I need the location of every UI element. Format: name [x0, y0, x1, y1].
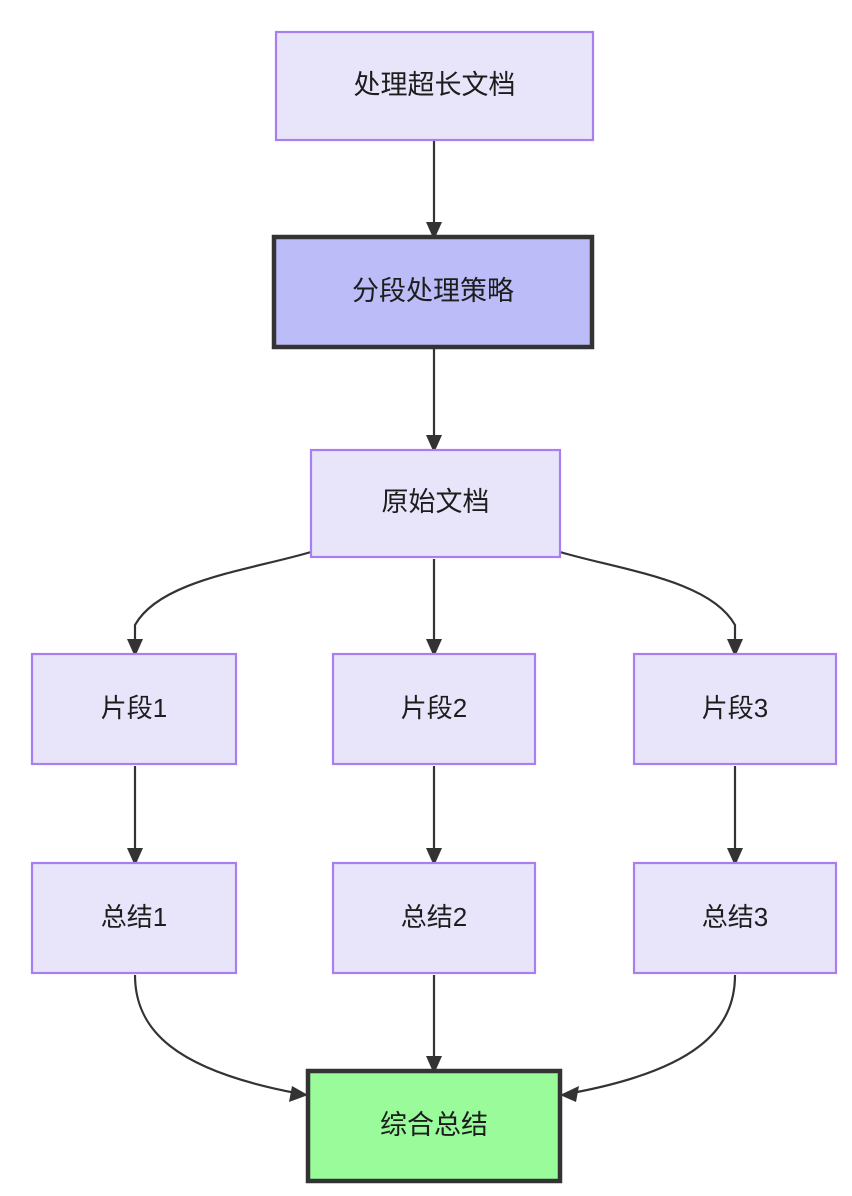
node-chunk1[interactable]: 片段1: [30, 652, 238, 766]
arrow-head-icon: [426, 639, 442, 657]
arrow-head-icon: [127, 848, 143, 866]
node-strategy-label: 分段处理策略: [352, 276, 514, 306]
edge-chunk2-to-summary2: [426, 766, 442, 866]
edge-summary1-to-final: [133, 974, 308, 1102]
node-summary3[interactable]: 总结3: [632, 861, 838, 975]
node-summary2-label: 总结2: [401, 902, 467, 932]
node-summary1[interactable]: 总结1: [30, 861, 238, 975]
node-summary3-box[interactable]: [632, 861, 838, 975]
arrow-head-icon: [727, 639, 743, 657]
edge-summary3-to-final: [560, 974, 737, 1102]
node-final[interactable]: 综合总结: [305, 1068, 563, 1184]
node-chunk2-box[interactable]: [331, 652, 537, 766]
arrow-head-icon: [127, 639, 143, 657]
edge-root-to-strategy: [426, 140, 442, 240]
node-summary2-box[interactable]: [331, 861, 537, 975]
edge-line: [571, 974, 737, 1095]
node-strategy[interactable]: 分段处理策略: [271, 234, 595, 350]
arrow-head-icon: [426, 1056, 442, 1074]
node-strategy-box[interactable]: [271, 234, 595, 350]
arrow-head-icon: [426, 435, 442, 453]
node-chunk1-label: 片段1: [101, 693, 167, 723]
edge-summary2-to-final: [426, 975, 442, 1074]
edge-layer: [127, 140, 743, 1102]
arrow-head-icon: [426, 848, 442, 866]
node-root-box[interactable]: [274, 30, 595, 142]
node-summary1-label: 总结1: [101, 902, 167, 932]
arrow-head-icon: [727, 848, 743, 866]
edge-source-to-chunk3: [559, 550, 743, 657]
arrow-head-icon: [289, 1086, 308, 1102]
edge-chunk3-to-summary3: [727, 766, 743, 866]
node-source-label: 原始文档: [382, 487, 490, 517]
node-chunk3-label: 片段3: [702, 693, 768, 723]
edge-source-to-chunk1: [127, 550, 312, 657]
node-root[interactable]: 处理超长文档: [274, 30, 595, 142]
edge-line: [133, 550, 312, 645]
node-chunk1-box[interactable]: [30, 652, 238, 766]
edge-line: [133, 974, 297, 1095]
edge-chunk1-to-summary1: [127, 766, 143, 866]
edge-line: [559, 550, 737, 645]
edge-source-to-chunk2: [426, 559, 442, 657]
node-chunk3[interactable]: 片段3: [632, 652, 838, 766]
node-root-label: 处理超长文档: [354, 70, 516, 100]
arrow-head-icon: [426, 222, 442, 240]
node-chunk2[interactable]: 片段2: [331, 652, 537, 766]
node-final-box[interactable]: [305, 1068, 563, 1184]
node-chunk3-box[interactable]: [632, 652, 838, 766]
edge-strategy-to-source: [426, 349, 442, 453]
node-chunk2-label: 片段2: [401, 693, 467, 723]
node-summary3-label: 总结3: [702, 902, 768, 932]
arrow-head-icon: [560, 1086, 579, 1102]
node-layer: 处理超长文档 分段处理策略 原始文档 片段1 片段2 片段3: [30, 30, 838, 1184]
node-summary2[interactable]: 总结2: [331, 861, 537, 975]
node-final-label: 综合总结: [380, 1110, 488, 1140]
node-source-box[interactable]: [309, 448, 562, 559]
node-source[interactable]: 原始文档: [309, 448, 562, 559]
node-summary1-box[interactable]: [30, 861, 238, 975]
